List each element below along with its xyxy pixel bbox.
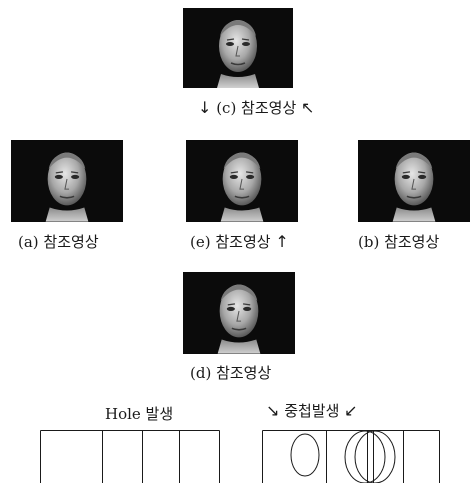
caption-d: (d) 참조영상 (190, 364, 272, 382)
up-arrow-icon: ↑ (275, 232, 289, 251)
overlap-ellipse-left (290, 433, 320, 477)
reference-image-d (183, 272, 295, 354)
overlap-label-row: ↘ 중첩발생 ↙ (266, 400, 358, 421)
overlap-ellipse-right (354, 430, 396, 483)
down-arrow-icon: ↓ (198, 98, 212, 117)
overlap-label: 중첩발생 (284, 402, 340, 420)
caption-e: (e) 참조영상 (190, 233, 271, 251)
reference-image-b (358, 140, 470, 222)
hole-grid-diagram (40, 430, 220, 483)
down-left-arrow-icon: ↙ (344, 401, 358, 420)
reference-image-a (11, 140, 123, 222)
caption-row-e: (e) 참조영상 ↑ (190, 231, 289, 252)
reference-image-c (183, 8, 293, 88)
caption-c: (c) 참조영상 (216, 99, 297, 117)
caption-row-c: ↓ (c) 참조영상 ↖ (198, 97, 314, 118)
up-left-arrow-icon: ↖ (301, 98, 315, 117)
caption-a: (a) 참조영상 (18, 233, 99, 251)
hole-label: Hole 발생 (105, 405, 174, 423)
caption-b: (b) 참조영상 (358, 233, 440, 251)
overlap-ellipse-middle (344, 430, 386, 483)
overlap-grid-diagram (262, 430, 440, 483)
reference-image-e (186, 140, 298, 222)
down-right-arrow-icon: ↘ (266, 401, 280, 420)
